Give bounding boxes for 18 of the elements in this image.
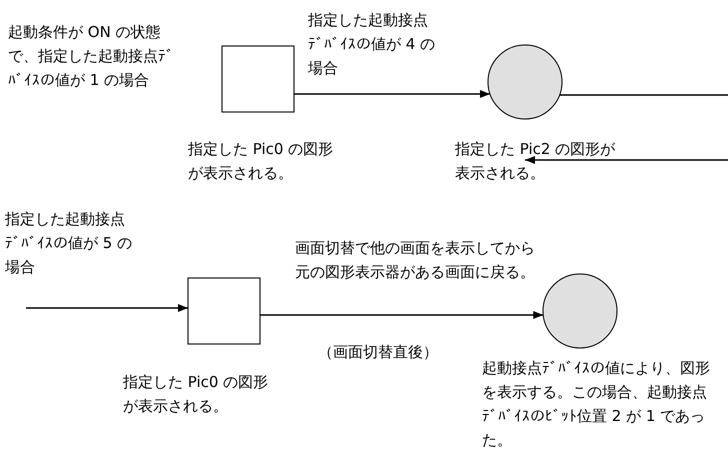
circle: [542, 274, 618, 348]
arrow: [260, 311, 544, 319]
arrow: [294, 90, 490, 98]
note: （画面切替直後）: [318, 342, 439, 363]
arrow: [525, 156, 728, 164]
node-label: 指定した Pic0 の図形が表示される。: [188, 139, 334, 184]
square: [222, 46, 294, 112]
square: [188, 278, 260, 344]
node-label: 指定した Pic2 の図形が表示される。: [455, 139, 616, 184]
node-label: 指定した Pic0 の図形が表示される。: [123, 372, 270, 417]
edge-label: 指定した起動接点ﾃﾞﾊﾞｲｽの値が 5 の場合: [5, 209, 134, 278]
edge-label: 指定した起動接点ﾃﾞﾊﾞｲｽの値が 4 の場合: [308, 10, 436, 79]
node-label: 起動接点ﾃﾞﾊﾞｲｽの値により、図形を表示する。この場合、起動接点ﾃﾞﾊﾞｲｽのﾋﾞｯﾄ位置 2 が 1 であった。: [482, 358, 711, 451]
circle: [488, 44, 562, 120]
line: [560, 94, 728, 96]
note: 起動条件が ON の状態で、指定した起動接点ﾃﾞﾊﾞｲｽの値が 1 の場合: [8, 22, 175, 91]
arrow: [26, 304, 188, 312]
edge-label: 画面切替で他の画面を表示してから元の図形表示器がある画面に戻る。: [295, 238, 535, 283]
